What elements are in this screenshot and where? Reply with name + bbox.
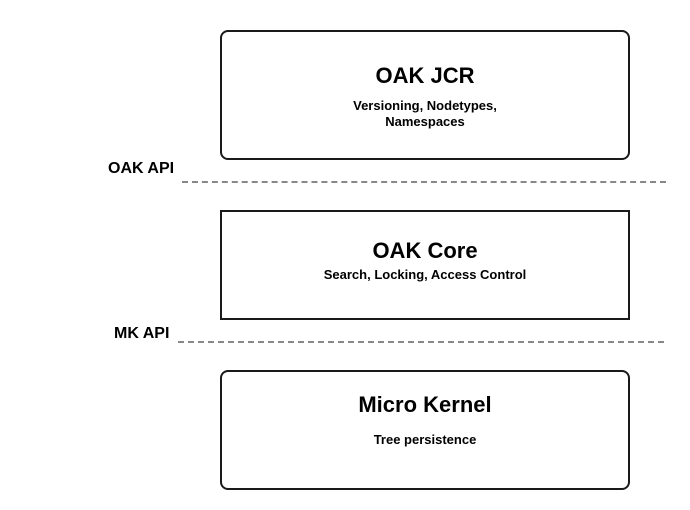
- oak-core-description: Search, Locking, Access Control: [323, 267, 527, 282]
- oak-jcr-description: Versioning, Nodetypes, Namespaces: [353, 98, 497, 129]
- micro-kernel-description: Tree persistence: [373, 432, 477, 447]
- micro-kernel-box: Micro Kernel Tree persistence: [220, 370, 630, 490]
- oak-core-box: OAK Core Search, Locking, Access Control: [220, 210, 630, 320]
- oak-core-title: OAK Core: [372, 238, 478, 263]
- oak-api-label: OAK API: [108, 160, 175, 177]
- mk-api-label: MK API: [114, 325, 170, 342]
- oak-api-divider: [182, 181, 666, 183]
- mk-api-divider: [178, 341, 664, 343]
- micro-kernel-title: Micro Kernel: [358, 392, 492, 417]
- oak-jcr-box: OAK JCR Versioning, Nodetypes, Namespace…: [220, 30, 630, 160]
- oak-jcr-title: OAK JCR: [375, 63, 475, 88]
